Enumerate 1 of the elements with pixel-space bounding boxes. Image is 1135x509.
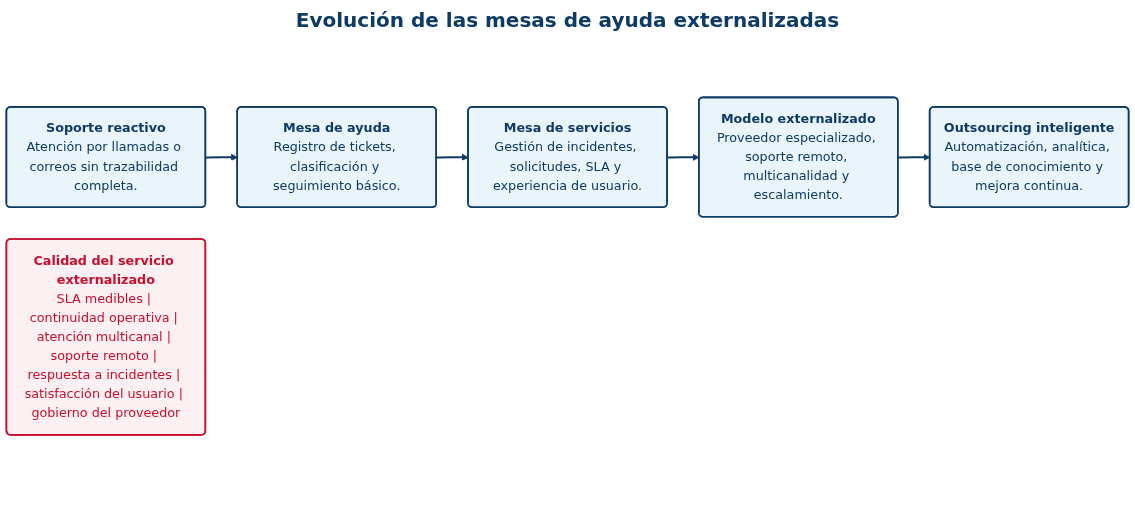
diagram-title: Evolución de las mesas de ayuda externalizadas — [294, 8, 841, 32]
